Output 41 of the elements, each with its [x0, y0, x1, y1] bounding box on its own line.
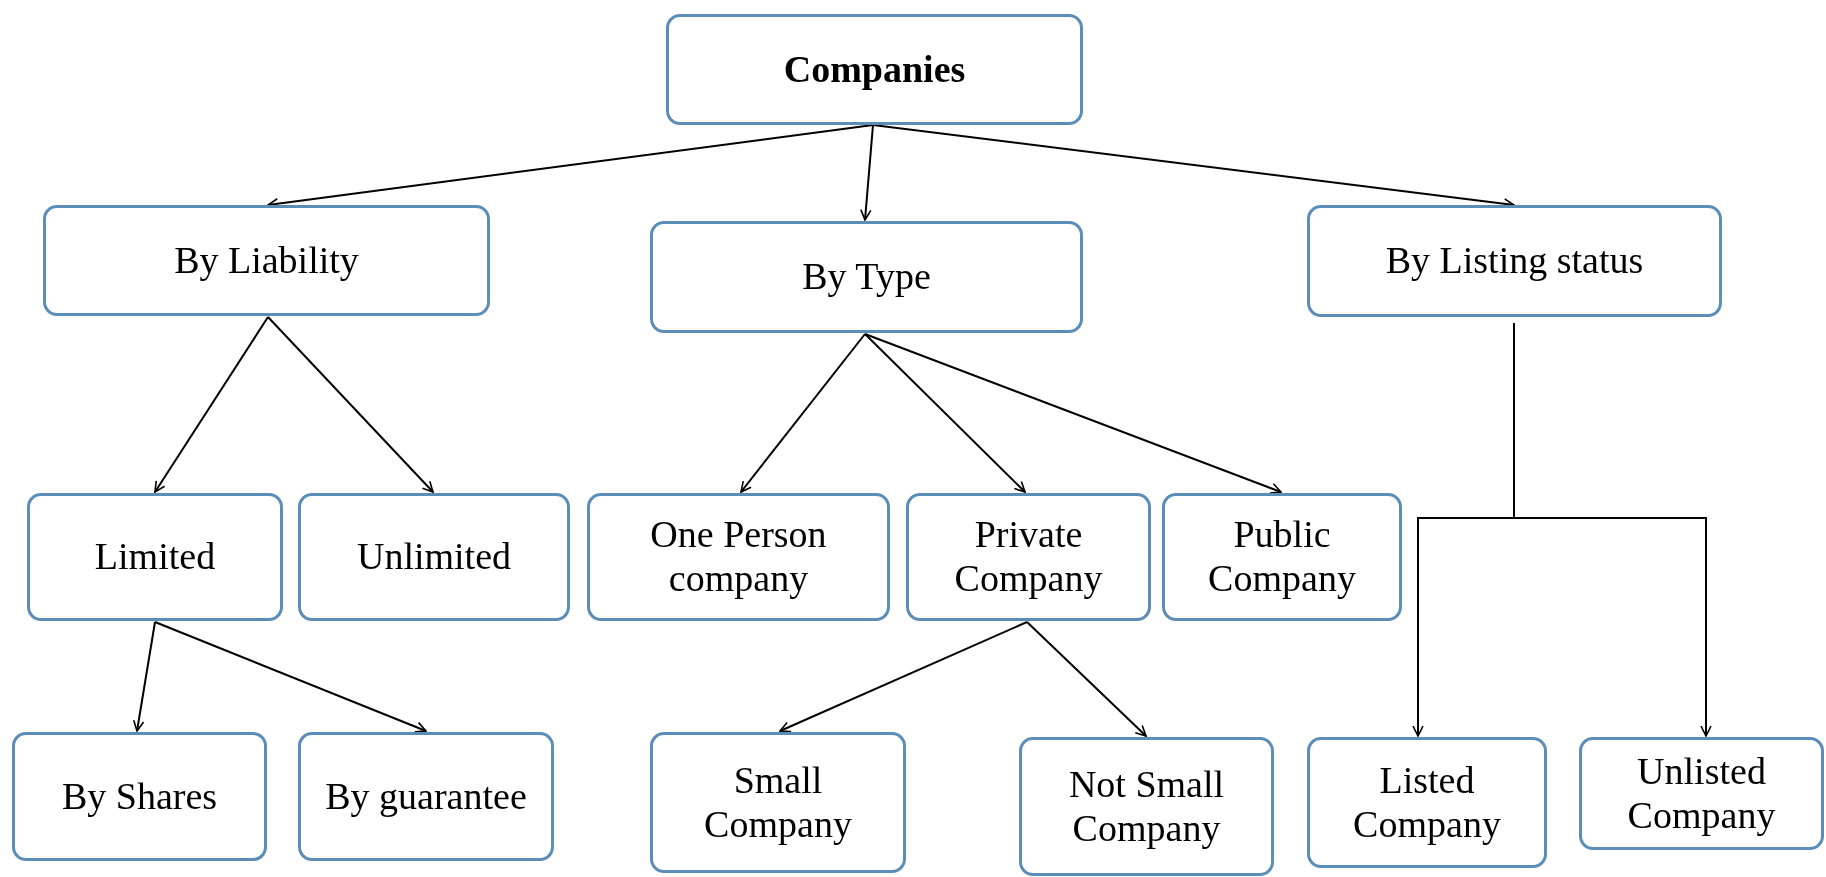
box-label: By guarantee: [325, 774, 527, 819]
box-label: Companies: [783, 47, 966, 92]
arrow: [740, 333, 866, 493]
box-label: Small Company: [703, 758, 853, 847]
category-box: [1307, 205, 1722, 317]
category-box: [27, 493, 283, 621]
box-label: Unlimited: [356, 535, 512, 579]
arrow: [779, 621, 1028, 733]
box-label: By Type: [802, 255, 931, 299]
arrow: [864, 333, 1026, 493]
category-box: [650, 732, 906, 873]
category-box: [587, 493, 890, 621]
arrow: [1026, 621, 1147, 737]
arrow: [864, 333, 1282, 494]
arrow: [154, 621, 427, 733]
box-label: By Listing status: [1385, 239, 1644, 283]
box-label: Private Company: [953, 513, 1104, 601]
category-box: [1162, 493, 1402, 621]
category-box: [906, 493, 1151, 621]
arrow: [132, 621, 156, 732]
category-box: [12, 732, 267, 861]
category-box: [298, 493, 570, 621]
category-box: [1307, 737, 1547, 868]
arrow: [860, 124, 874, 221]
box-label: Listed Company: [1352, 758, 1502, 847]
arrow: [267, 316, 434, 493]
category-box: [298, 732, 554, 861]
category-box: [1019, 737, 1274, 876]
box-label: By Liability: [174, 238, 359, 283]
box-label: Not Small Company: [1067, 762, 1226, 851]
category-box: [43, 205, 490, 316]
arrow: [154, 316, 269, 493]
category-box: [1579, 737, 1824, 850]
category-box: [666, 14, 1083, 125]
box-label: By Shares: [61, 774, 218, 819]
box-label: One Person company: [649, 513, 828, 601]
box-label: Limited: [94, 535, 216, 579]
arrow: [1513, 322, 1712, 737]
box-label: Public Company: [1207, 513, 1357, 601]
category-box: [650, 221, 1083, 333]
box-label: Unlisted Company: [1626, 749, 1777, 838]
